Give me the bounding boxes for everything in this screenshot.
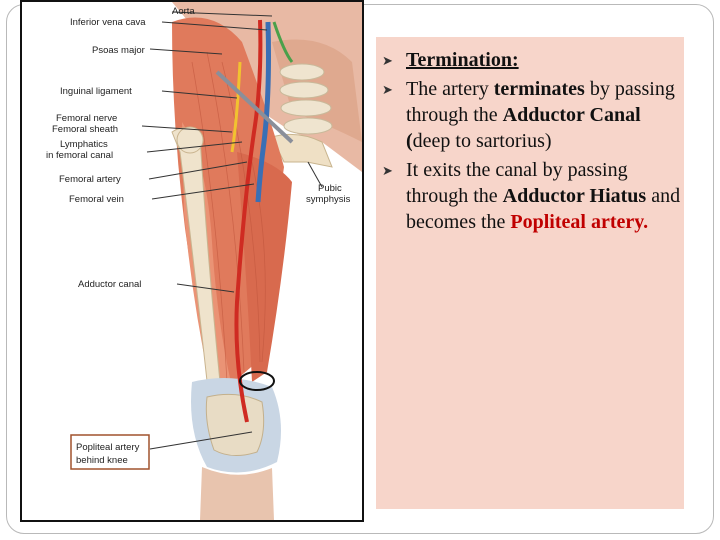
label-popliteal-2: behind knee	[76, 455, 128, 466]
label-femoral-nerve: Femoral nerve	[56, 113, 117, 124]
text: deep to sartorius)	[412, 130, 552, 152]
bullet-termination: ➤ Termination:	[376, 47, 684, 73]
thigh-illustration: Aorta Inferior vena cava Psoas major Ing…	[46, 2, 362, 520]
anatomy-figure: Aorta Inferior vena cava Psoas major Ing…	[20, 0, 364, 522]
text: by passing through the	[406, 78, 675, 126]
text-red: Popliteal artery.	[510, 211, 649, 233]
label-femoral-canal: in femoral canal	[46, 150, 113, 161]
label-popliteal-1: Popliteal artery	[76, 442, 140, 453]
label-psoas: Psoas major	[92, 45, 145, 56]
notes-panel: ➤ Termination: ➤ The artery terminates by …	[376, 37, 684, 509]
termination-heading: Termination:	[406, 49, 519, 71]
bullet-exits: ➤ It exits the canal by passing through t…	[376, 157, 684, 235]
bullet-list: ➤ Termination: ➤ The artery terminates by …	[376, 47, 684, 238]
arrow-bullet-icon: ➤	[382, 163, 393, 178]
text: The artery	[406, 78, 494, 100]
bullet-terminates: ➤ The artery terminates by passing throug…	[376, 76, 684, 154]
label-ivc: Inferior vena cava	[70, 17, 146, 28]
label-lymphatics: Lymphatics	[60, 139, 108, 150]
text-strong: terminates	[493, 78, 585, 100]
label-femoral-artery: Femoral artery	[59, 174, 121, 185]
arrow-bullet-icon: ➤	[382, 53, 393, 68]
text: It exits the canal by passing through th…	[406, 159, 628, 207]
label-pubic: Pubic	[318, 183, 342, 194]
label-aorta: Aorta	[172, 6, 195, 17]
arrow-bullet-icon: ➤	[382, 82, 393, 97]
label-femoral-sheath: Femoral sheath	[52, 124, 118, 135]
label-symphysis: symphysis	[306, 194, 351, 205]
text: and becomes the	[406, 185, 681, 233]
text-strong: Adductor Hiatus	[502, 185, 647, 207]
label-adductor-canal: Adductor canal	[78, 279, 141, 290]
label-inguinal: Inguinal ligament	[60, 86, 132, 97]
label-femoral-vein: Femoral vein	[69, 194, 124, 205]
text-strong: Adductor Canal (	[406, 104, 641, 152]
